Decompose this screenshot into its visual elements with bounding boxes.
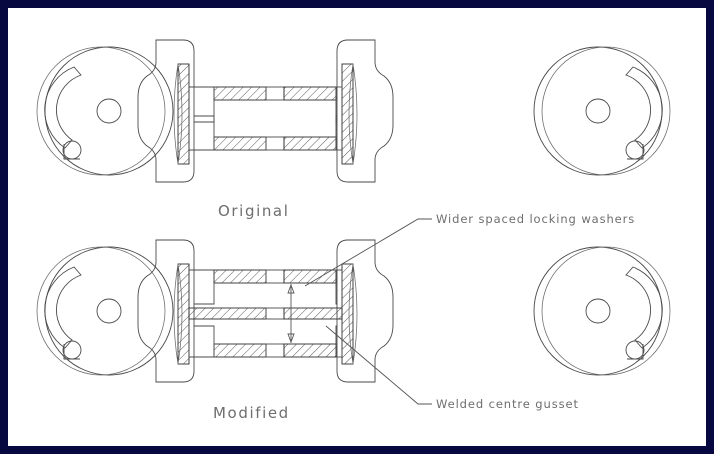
wheel-inner-circle — [36, 46, 166, 176]
view-modified: Modified — [36, 239, 671, 422]
wheel-centre-hole — [96, 298, 122, 324]
wheel-inner-circle — [541, 46, 671, 176]
beam-segment-right — [283, 136, 337, 151]
right-locking-washer-original — [341, 63, 358, 165]
washer-taper-back — [348, 63, 354, 165]
beam-segment-left — [213, 136, 267, 151]
left-wheel-modified — [36, 246, 174, 376]
right-hub-outline — [336, 39, 394, 183]
gusset-joint-gap — [265, 307, 285, 320]
wheel-arc-slot — [44, 266, 82, 349]
right-wheel-original — [533, 46, 671, 176]
wheel-inner-circle — [36, 246, 166, 376]
wheel-small-bore — [62, 340, 82, 360]
right-wheel-modified — [533, 246, 671, 376]
wheel-centre-hole — [96, 98, 122, 124]
wheel-centre-hole — [585, 298, 611, 324]
beam-joint-gap — [265, 343, 285, 358]
annotation-label-centre-gusset: Welded centre gusset — [436, 397, 579, 411]
washer-taper-front — [173, 63, 179, 165]
bottom-beam-modified — [189, 325, 342, 358]
beam-segment-left — [213, 343, 267, 358]
beam-segment-right — [283, 86, 337, 101]
wheel-inner-circle — [541, 246, 671, 376]
beam-joint-gap — [265, 136, 285, 151]
beam-joint-gap — [265, 269, 285, 284]
gusset-segment-right — [283, 307, 343, 320]
gusset-segment-left — [188, 307, 267, 320]
left-wheel-original — [36, 46, 174, 176]
beam-right-step — [335, 283, 337, 305]
gusset-spacing-dimension — [287, 283, 295, 344]
top-beam-original — [189, 86, 342, 123]
wheel-arc-slot — [625, 66, 663, 149]
technical-drawing-svg: Original — [36, 39, 671, 422]
wheel-slot-tail — [63, 344, 80, 360]
top-beam-modified — [189, 269, 342, 305]
wheel-arc-slot — [44, 66, 82, 149]
wheel-slot-tail — [627, 344, 644, 360]
wheel-small-bore — [62, 140, 82, 160]
wheel-slot-tail — [627, 144, 644, 160]
drawing-viewport: Original — [8, 8, 706, 446]
wheel-small-bore — [625, 340, 645, 360]
beam-left-step — [194, 87, 215, 123]
leader-line-centre-gusset — [325, 325, 432, 405]
caption-modified: Modified — [213, 404, 290, 422]
washer-taper-front — [173, 263, 179, 365]
annotation-label-locking-washers: Wider spaced locking washers — [436, 212, 635, 226]
washer-taper-back — [177, 263, 183, 365]
washer-taper-back — [348, 263, 354, 365]
washer-taper-front — [352, 63, 358, 165]
beam-left-step — [194, 115, 215, 150]
wheel-arc-slot — [625, 266, 663, 349]
beam-right-step — [335, 325, 337, 357]
beam-left-step — [194, 325, 215, 357]
beam-joint-gap — [265, 86, 285, 101]
beam-right-step — [335, 115, 337, 150]
right-locking-washer-modified — [341, 263, 358, 365]
annotation-centre-gusset: Welded centre gusset — [325, 325, 579, 411]
washer-taper-front — [352, 263, 358, 365]
left-locking-washer-modified — [173, 263, 190, 365]
beam-left-step — [194, 283, 215, 305]
dimension-arrow-top — [287, 283, 295, 294]
view-original: Original — [36, 39, 671, 220]
beam-segment-right — [283, 343, 337, 358]
beam-segment-left — [213, 269, 267, 284]
washer-taper-back — [177, 63, 183, 165]
left-hub-outline — [137, 239, 195, 383]
centre-gusset-beam — [188, 307, 343, 320]
left-hub-outline — [137, 39, 195, 183]
caption-original: Original — [218, 202, 290, 220]
left-locking-washer-original — [173, 63, 190, 165]
right-hub-outline — [336, 239, 394, 383]
bottom-beam-original — [189, 115, 342, 151]
dimension-arrow-bottom — [287, 333, 295, 344]
wheel-slot-tail — [63, 144, 80, 160]
wheel-centre-hole — [585, 98, 611, 124]
wheel-small-bore — [625, 140, 645, 160]
beam-segment-left — [213, 86, 267, 101]
leader-line-locking-washers — [304, 218, 432, 287]
annotation-locking-washers: Wider spaced locking washers — [304, 212, 635, 287]
